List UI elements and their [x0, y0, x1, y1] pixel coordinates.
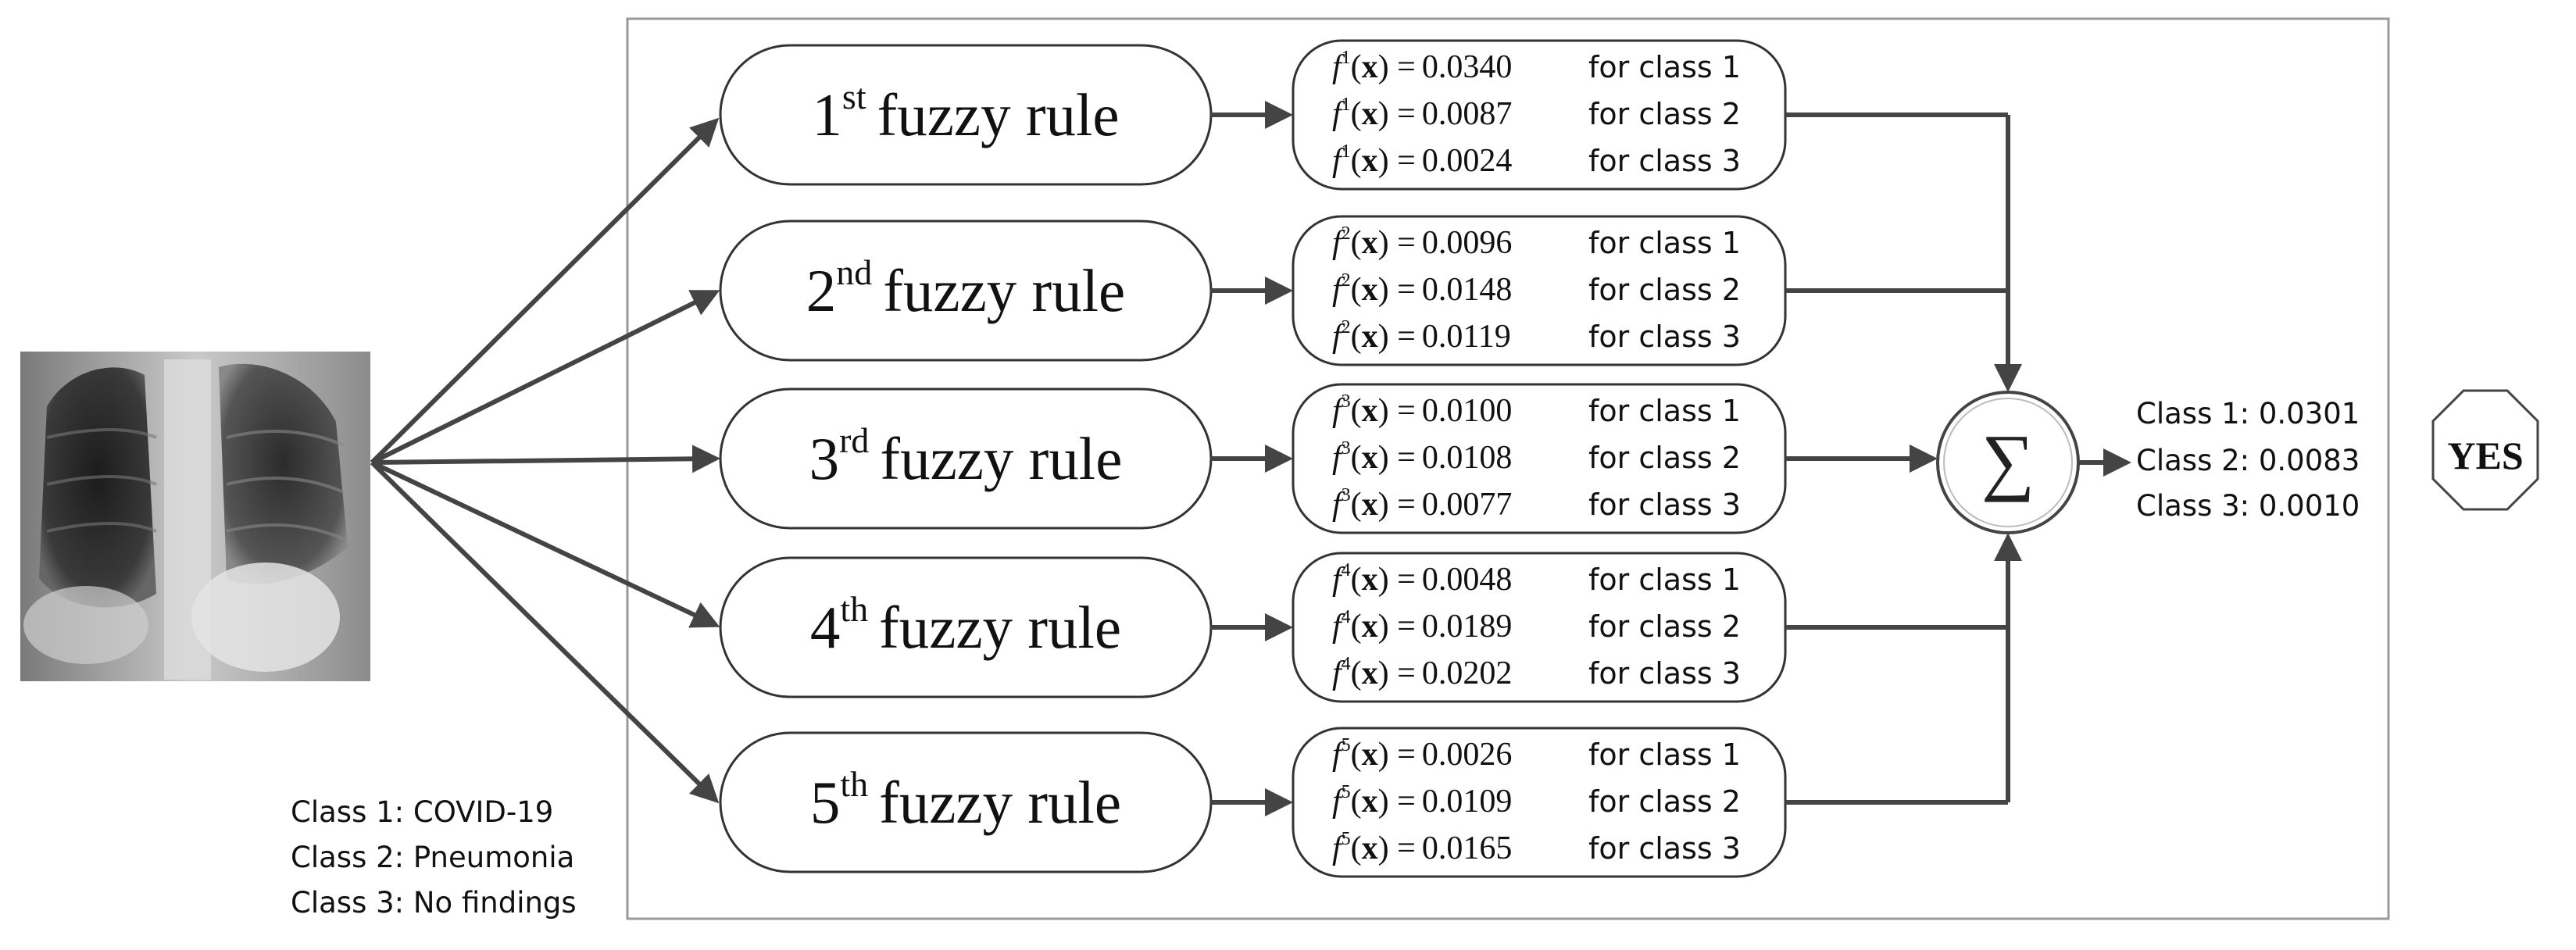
rule-4-output-3: f4(x) =0.0202	[1332, 654, 1512, 691]
rule-5-output-2: f5(x) =0.0109	[1332, 782, 1512, 820]
arrow-to-rule-3	[371, 445, 720, 473]
aggregate-class-1: Class 1: 0.0301	[2136, 397, 2360, 430]
rule-3-output-3: f3(x) =0.0077	[1332, 485, 1512, 523]
summation-node: ∑	[1936, 391, 2080, 534]
rule-4-class-label-3: for class 3	[1588, 656, 1741, 691]
rule-4-class-label-1: for class 1	[1588, 562, 1741, 597]
decision-label: YES	[2447, 434, 2523, 477]
aggregate-class-3: Class 3: 0.0010	[2136, 489, 2360, 523]
rule-5-output-1: f5(x) =0.0026	[1332, 735, 1512, 773]
chest-xray-image	[20, 352, 370, 681]
rule-3-output-1: f3(x) =0.0100	[1332, 391, 1512, 429]
legend-class-3: Class 3: No findings	[291, 886, 577, 920]
rule-1-class-label-1: for class 1	[1588, 50, 1741, 84]
rule-4-output-2: f4(x) =0.0189	[1332, 607, 1512, 645]
rule-2-class-label-2: for class 2	[1588, 273, 1741, 307]
rule-5-class-label-3: for class 3	[1588, 831, 1741, 866]
rule-3-output-2: f3(x) =0.0108	[1332, 438, 1512, 476]
arrow-to-rule-4	[370, 460, 720, 628]
rule-5-class-label-1: for class 1	[1588, 738, 1741, 772]
legend-class-1: Class 1: COVID-19	[291, 795, 553, 829]
system-frame	[626, 17, 2390, 920]
rule-2-output-3: f2(x) =0.0119	[1332, 317, 1511, 355]
rule-1-class-label-2: for class 2	[1588, 97, 1741, 131]
rule-4-output-1: f4(x) =0.0048	[1332, 560, 1512, 598]
legend-class-2: Class 2: Pneumonia	[291, 841, 574, 874]
rule-2-output-2: f2(x) =0.0148	[1332, 270, 1512, 308]
rule-2-class-label-1: for class 1	[1588, 226, 1741, 260]
rule-4-class-label-2: for class 2	[1588, 609, 1741, 644]
arrow-to-rule-2	[370, 290, 720, 465]
arrow-to-rule-5	[370, 460, 720, 804]
rule-2-output-1: f2(x) =0.0096	[1332, 223, 1512, 261]
rule-1-output-1: f1(x) =0.0340	[1332, 48, 1512, 85]
rule-3-class-label-2: for class 2	[1588, 441, 1741, 475]
rule-1-output-2: f1(x) =0.0087	[1332, 95, 1512, 132]
rule-3-class-label-3: for class 3	[1588, 488, 1741, 522]
class-legend: Class 1: COVID-19 Class 2: Pneumonia Cla…	[291, 795, 577, 920]
input-arrows	[370, 117, 720, 804]
aggregate-class-2: Class 2: 0.0083	[2136, 444, 2360, 477]
rule-2-class-label-3: for class 3	[1588, 320, 1741, 354]
rule-5-class-label-2: for class 2	[1588, 784, 1741, 819]
aggregate-output: Class 1: 0.0301 Class 2: 0.0083 Class 3:…	[2136, 397, 2360, 523]
arrow-to-rule-1	[370, 117, 720, 465]
rule-3-class-label-1: for class 1	[1588, 394, 1741, 428]
sum-symbol: ∑	[1981, 419, 2035, 502]
rule-1-output-3: f1(x) =0.0024	[1332, 141, 1512, 179]
decision-octagon: YES	[2431, 389, 2539, 511]
rule-5-output-3: f5(x) =0.0165	[1332, 829, 1512, 866]
rule-1-class-label-3: for class 3	[1588, 144, 1741, 178]
